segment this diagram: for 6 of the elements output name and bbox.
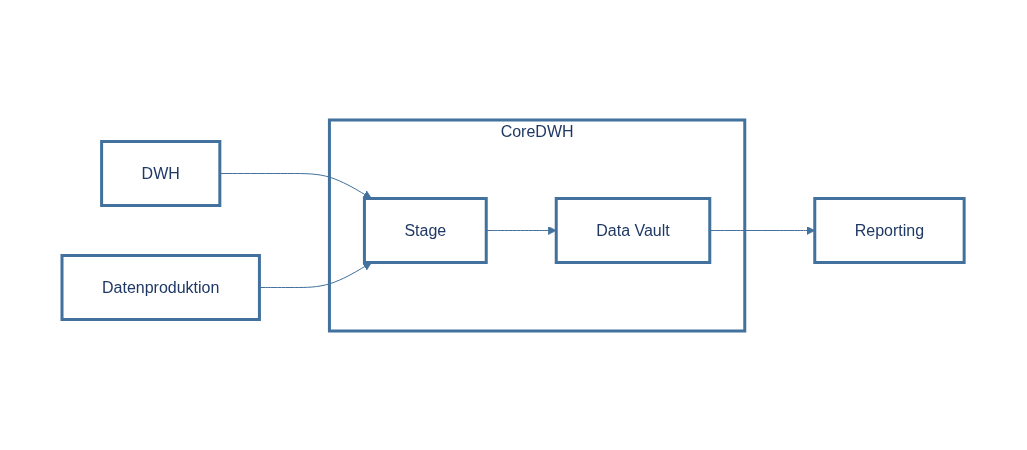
node-box: Datenproduktion [60,253,262,321]
node-box: Data Vault [555,196,712,264]
node-box: DWH [100,139,222,207]
node-box: Stage [363,196,489,264]
arrow [259,261,373,288]
node-box: Reporting [813,196,967,264]
